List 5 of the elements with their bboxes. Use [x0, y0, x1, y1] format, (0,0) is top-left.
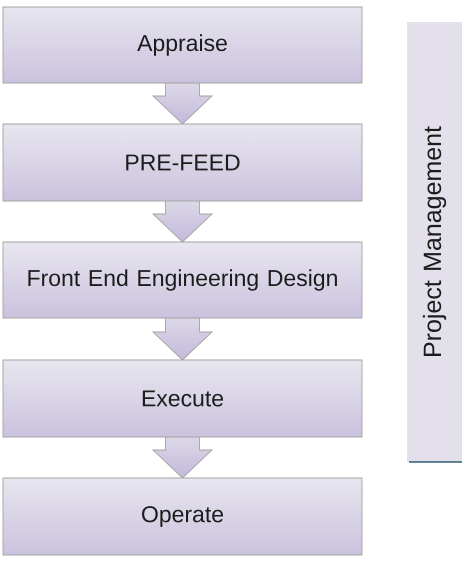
block-arrow	[152, 436, 214, 479]
block-arrow	[152, 200, 214, 243]
block-arrow	[152, 318, 214, 361]
block-arrow	[152, 82, 214, 125]
side-panel: Project Management	[407, 22, 462, 463]
